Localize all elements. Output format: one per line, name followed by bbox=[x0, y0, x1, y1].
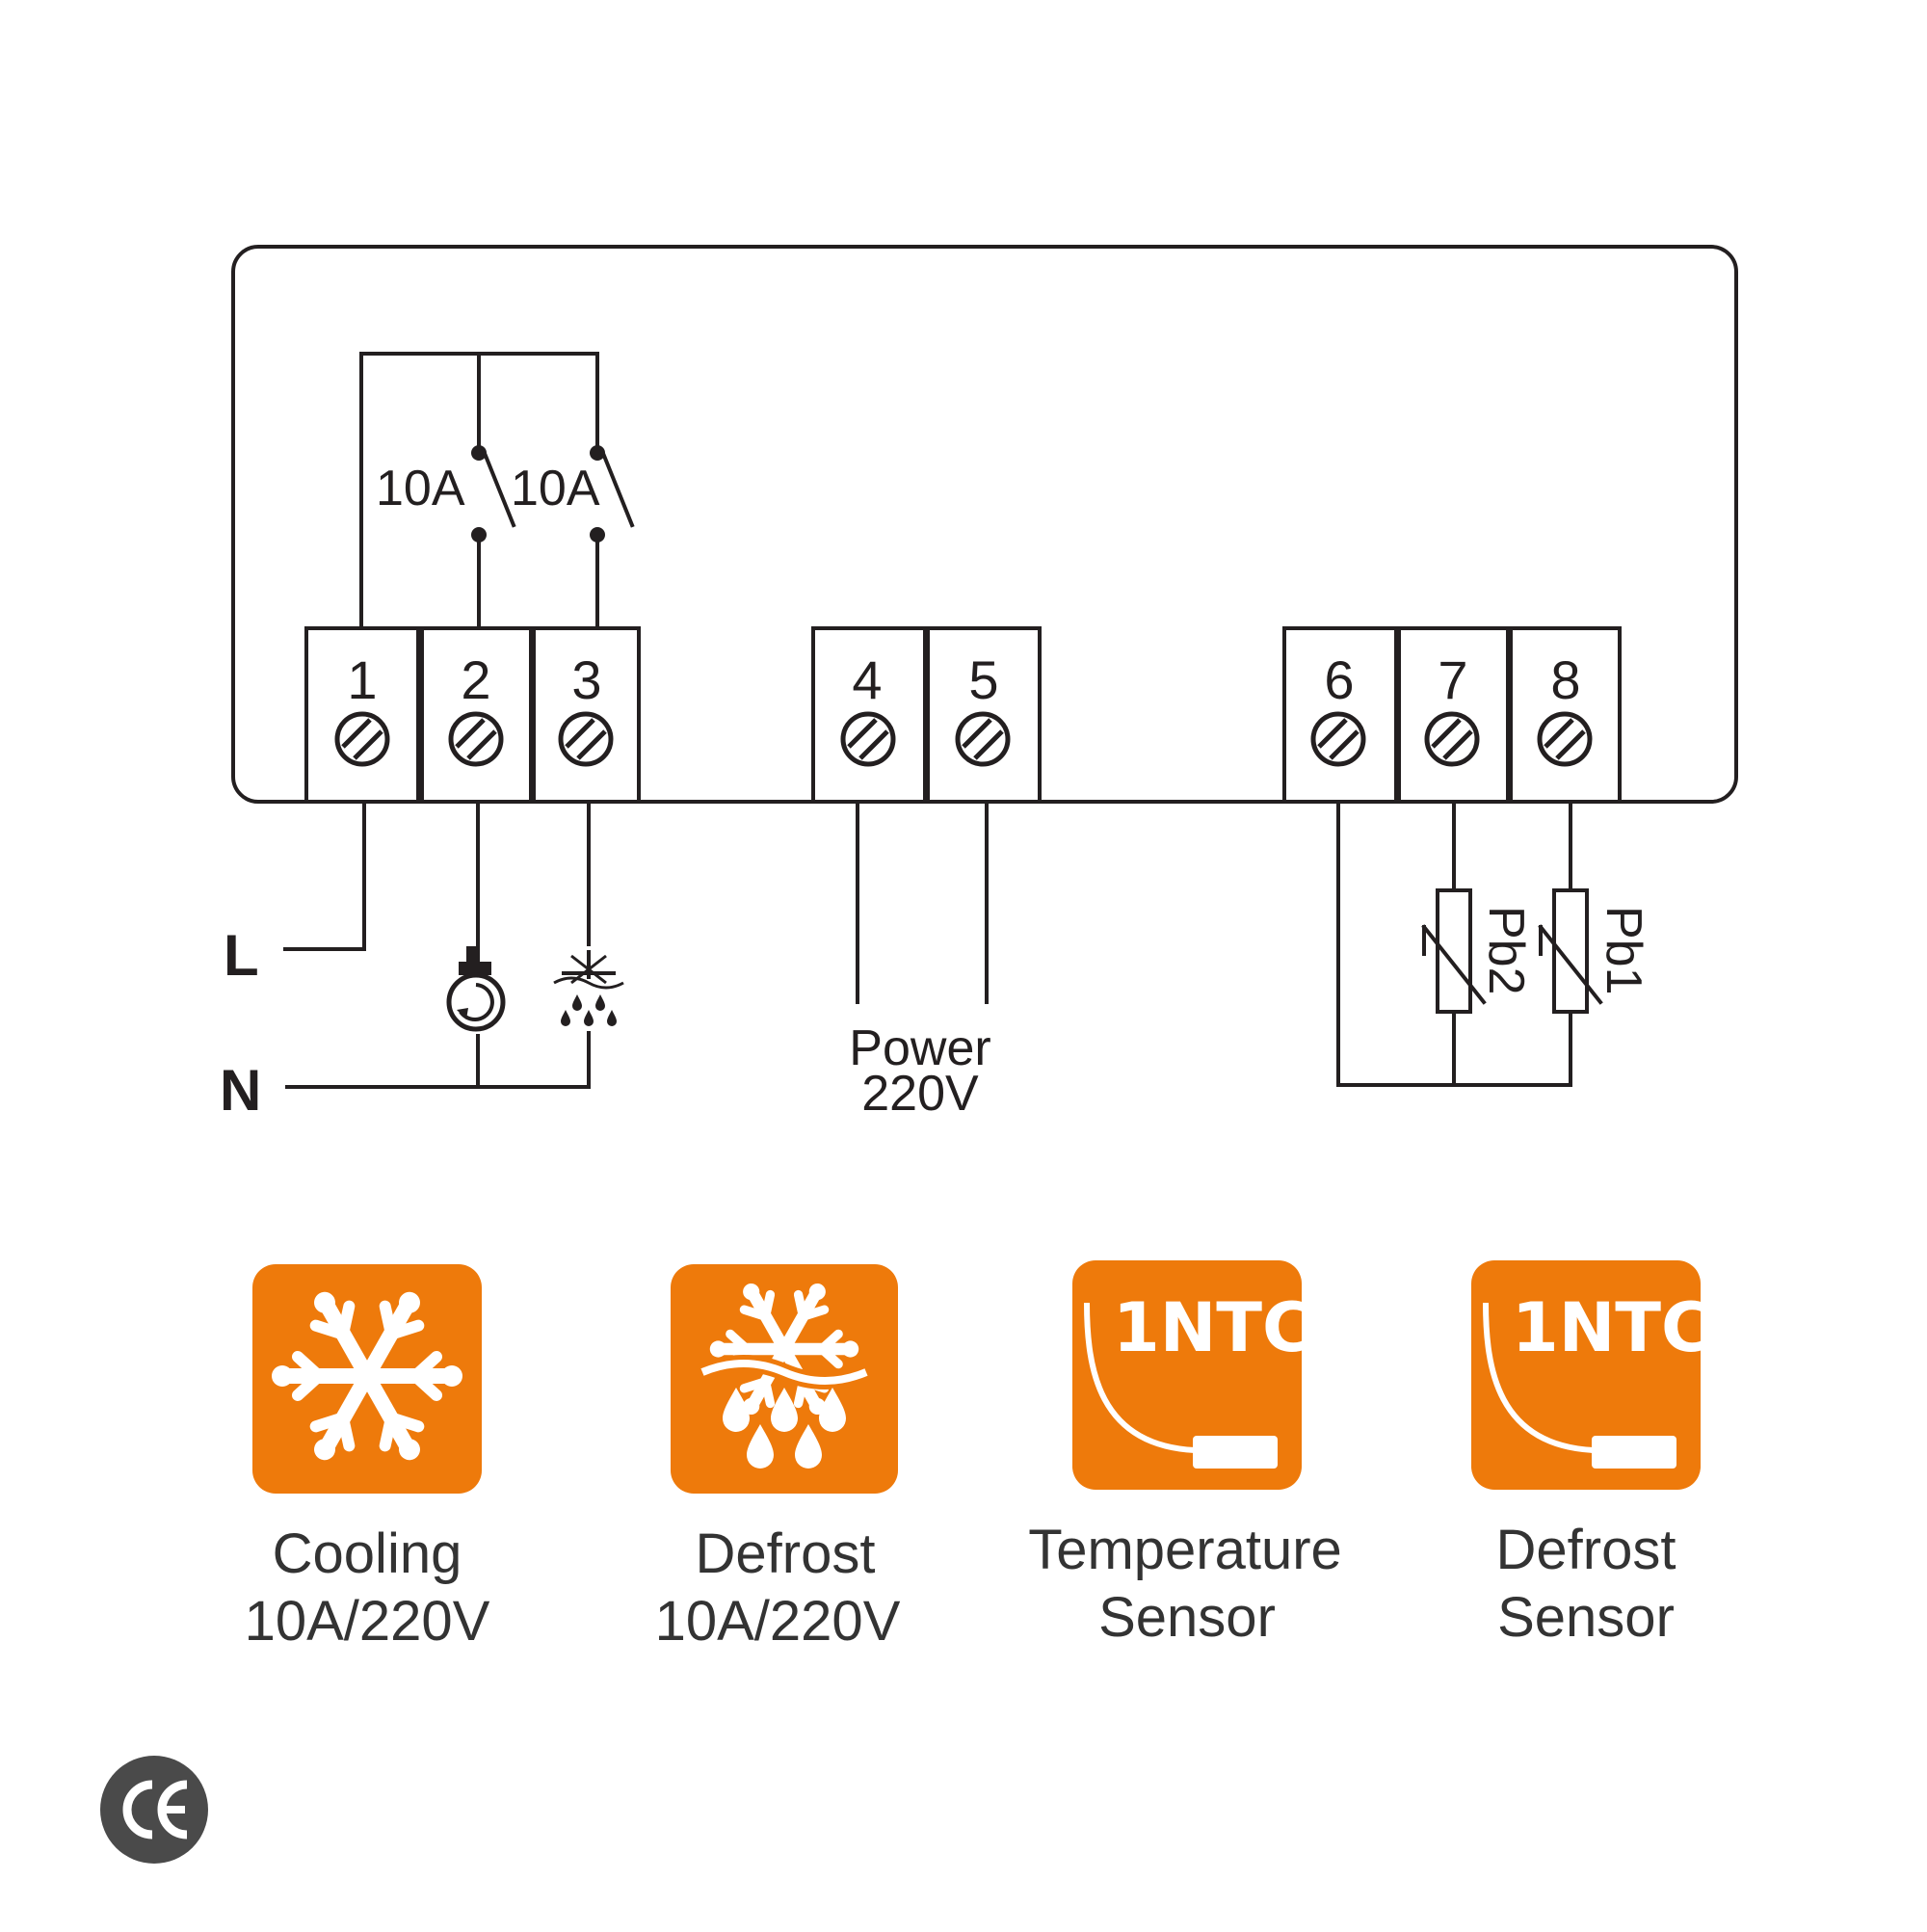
feature-subtitle: Sensor bbox=[1098, 1586, 1276, 1649]
probe-label: Pb2 bbox=[1478, 906, 1534, 995]
probe-label: Pb1 bbox=[1596, 906, 1651, 995]
terminal-number: 3 bbox=[571, 649, 601, 710]
terminal-number: 5 bbox=[968, 649, 998, 710]
relay-wiring bbox=[359, 352, 635, 630]
terminal-block-power bbox=[811, 626, 1042, 804]
probe-wiring bbox=[1336, 802, 1603, 1087]
terminal-number: 2 bbox=[461, 649, 490, 710]
compressor-icon bbox=[446, 946, 506, 1032]
feature-subtitle: 10A/220V bbox=[245, 1590, 490, 1653]
relay-rating-label: 10A bbox=[511, 461, 600, 516]
feature-title: Temperature bbox=[1028, 1519, 1342, 1581]
relay-rating-label: 10A bbox=[376, 461, 465, 516]
feature-defrost-sensor: 1NTC Defrost Sensor bbox=[1471, 1260, 1710, 1649]
screw-icon bbox=[1313, 714, 1363, 764]
feature-subtitle: 10A/220V bbox=[655, 1590, 901, 1653]
feature-title: Defrost bbox=[696, 1522, 876, 1585]
screw-icon bbox=[561, 714, 611, 764]
external-wiring bbox=[283, 802, 989, 1089]
terminal-number: 6 bbox=[1324, 649, 1354, 710]
power-label: Power bbox=[849, 1020, 990, 1076]
feature-temp-sensor: 1NTC Temperature Sensor bbox=[1028, 1260, 1342, 1649]
ntc-badge: 1NTC bbox=[1113, 1288, 1311, 1367]
ntc-badge: 1NTC bbox=[1512, 1288, 1710, 1367]
terminal-number: 1 bbox=[347, 649, 377, 710]
terminal-number: 4 bbox=[852, 649, 882, 710]
screw-icon bbox=[958, 714, 1008, 764]
screw-icon bbox=[451, 714, 501, 764]
feature-defrost: Defrost 10A/220V bbox=[655, 1264, 901, 1653]
ntc-sensor-icon: 1NTC bbox=[1084, 1288, 1311, 1469]
live-line-label: L bbox=[224, 923, 259, 988]
defrost-drops-icon bbox=[699, 1277, 870, 1469]
feature-title: Defrost bbox=[1496, 1519, 1676, 1581]
terminal-number: 7 bbox=[1438, 649, 1467, 710]
screw-icon bbox=[843, 714, 893, 764]
feature-subtitle: Sensor bbox=[1497, 1586, 1675, 1649]
neutral-line-label: N bbox=[220, 1058, 261, 1123]
ntc-sensor-icon: 1NTC bbox=[1483, 1288, 1710, 1469]
terminal-number: 8 bbox=[1550, 649, 1580, 710]
screw-icon bbox=[337, 714, 387, 764]
screw-icon bbox=[1540, 714, 1590, 764]
feature-cooling: Cooling 10A/220V bbox=[245, 1264, 490, 1653]
defrost-icon bbox=[553, 950, 624, 1026]
feature-title: Cooling bbox=[273, 1522, 462, 1585]
screw-icon bbox=[1427, 714, 1477, 764]
power-voltage-label: 220V bbox=[861, 1066, 979, 1122]
ce-mark-icon bbox=[100, 1756, 208, 1864]
